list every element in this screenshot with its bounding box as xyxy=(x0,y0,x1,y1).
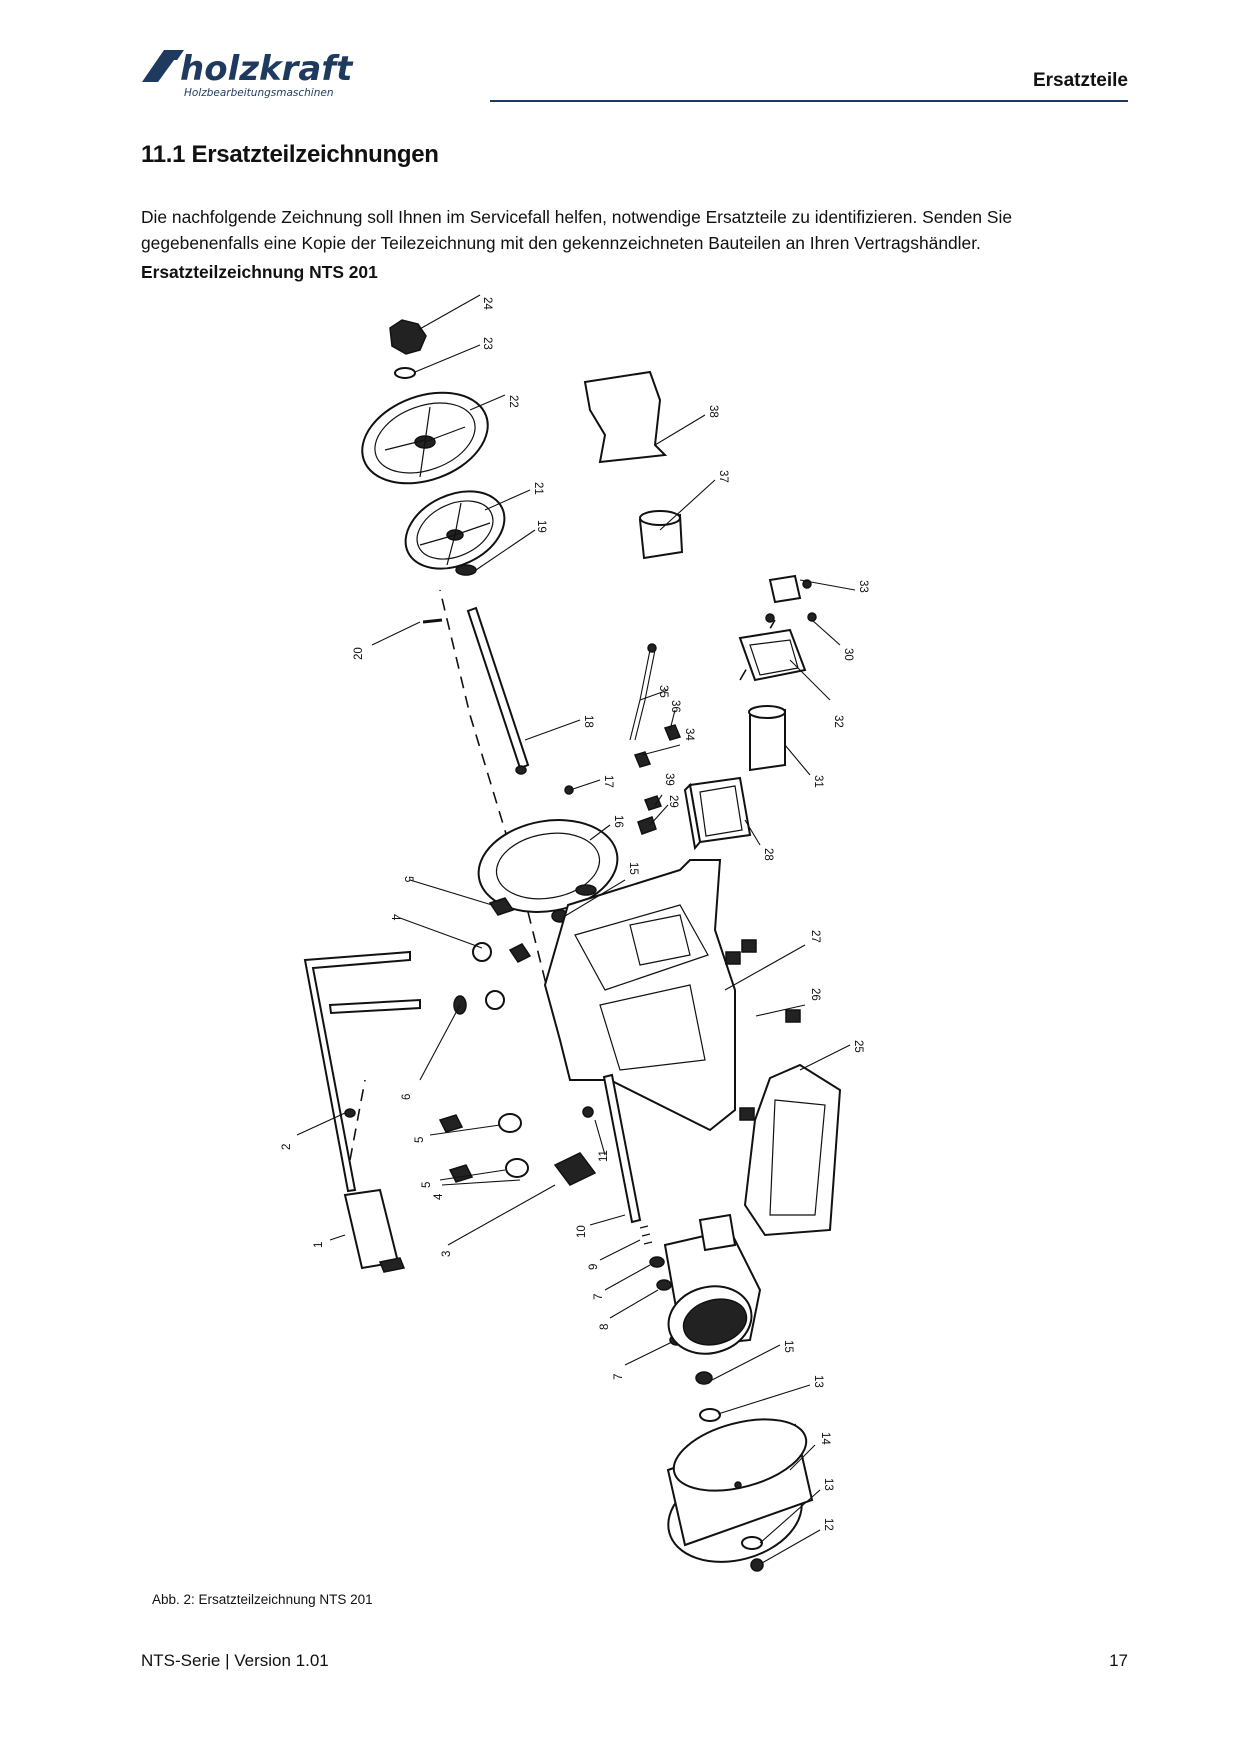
part-5-knob xyxy=(488,897,515,916)
part-33-switch xyxy=(768,574,802,604)
part-label: 5 xyxy=(402,876,414,882)
part-label: 1 xyxy=(313,1242,325,1248)
part-31-capacitor xyxy=(748,705,786,772)
drawing-title: Ersatzteilzeichnung NTS 201 xyxy=(141,262,378,282)
part-label: 36 xyxy=(669,700,681,713)
part-37-sleeve xyxy=(638,510,684,560)
part-7-washer xyxy=(649,1256,665,1268)
part-label: 22 xyxy=(507,395,519,408)
part-label: 11 xyxy=(598,1150,610,1162)
part-label: 7 xyxy=(593,1294,605,1300)
part-2-handle xyxy=(303,950,421,1193)
part-label: 21 xyxy=(532,482,544,495)
part-22-wheel xyxy=(361,391,489,485)
part-4-roller xyxy=(472,942,492,962)
section-title: 11.1 Ersatzteilzeichnungen xyxy=(141,141,439,168)
part-26-screw xyxy=(785,1009,801,1023)
part-label: 4 xyxy=(433,1193,445,1200)
footer-page-number: 17 xyxy=(1109,1651,1128,1670)
footer-document: NTS-Serie | Version 1.01 xyxy=(141,1651,329,1670)
part-29-connector xyxy=(637,816,657,835)
part-label: 6 xyxy=(401,1094,413,1100)
part-18-shaft xyxy=(466,606,530,770)
part-label: 10 xyxy=(576,1225,588,1238)
part-label: 35 xyxy=(657,685,669,698)
part-13-washer xyxy=(699,1408,721,1422)
part-label: 4 xyxy=(389,914,401,921)
part-label: 26 xyxy=(809,988,821,1001)
part-label: 28 xyxy=(762,848,774,861)
logo-wordmark: holzkraft xyxy=(180,49,354,89)
part-label: 24 xyxy=(481,297,493,310)
part-label: 37 xyxy=(717,470,729,483)
logo-mark xyxy=(142,50,184,82)
logo-tagline: Holzbearbeitungsmaschinen xyxy=(184,87,333,99)
part-35-cable xyxy=(629,649,656,741)
part-label: 31 xyxy=(812,775,824,788)
part-1-foot xyxy=(343,1188,400,1270)
part-label: 2 xyxy=(281,1144,293,1150)
part-label: 13 xyxy=(822,1478,834,1491)
part-label: 23 xyxy=(481,337,493,350)
part-label: 8 xyxy=(599,1324,611,1330)
part-label: 7 xyxy=(613,1374,625,1380)
part-32-switch-cover xyxy=(738,628,807,682)
part-label: 32 xyxy=(832,715,844,728)
part-label: 20 xyxy=(353,647,365,660)
part-label: 18 xyxy=(582,715,594,728)
part-label: 34 xyxy=(683,728,695,741)
part-label: 15 xyxy=(627,862,639,875)
header-section-title: Ersatzteile xyxy=(1032,70,1128,91)
intro-paragraph: Die nachfolgende Zeichnung soll Ihnen im… xyxy=(141,207,1013,253)
part-30-screw xyxy=(807,612,817,622)
figure-caption: Abb. 2: Ersatzteilzeichnung NTS 201 xyxy=(152,1592,373,1607)
part-label: 39 xyxy=(663,773,675,786)
part-28-terminal-box xyxy=(683,776,752,851)
part-label: 38 xyxy=(707,405,719,418)
part-38-plate xyxy=(583,370,668,464)
part-label: 9 xyxy=(588,1264,600,1270)
part-label: 27 xyxy=(809,930,821,943)
part-21-wheel xyxy=(404,490,506,570)
part-11-nut xyxy=(582,1106,594,1118)
part-label: 13 xyxy=(812,1375,824,1388)
part-15-bearing-lower xyxy=(695,1371,713,1385)
part-36-gland xyxy=(663,724,682,741)
part-label: 19 xyxy=(535,520,547,533)
part-label: 3 xyxy=(441,1251,453,1257)
part-label: 14 xyxy=(819,1432,831,1445)
part-3-knob xyxy=(553,1152,597,1186)
part-23-washer xyxy=(394,367,416,379)
part-label: 12 xyxy=(822,1518,834,1531)
part-8-nut xyxy=(656,1279,672,1291)
header-rule xyxy=(490,100,1128,102)
part-14-drum xyxy=(666,1418,814,1563)
part-9-spring xyxy=(639,1225,653,1245)
part-19-bearing xyxy=(455,564,477,576)
part-10-shaft xyxy=(602,1073,642,1224)
part-25-chute xyxy=(743,1063,842,1237)
part-label: 5 xyxy=(421,1182,433,1188)
part-12-nut xyxy=(750,1558,764,1572)
motor xyxy=(663,1213,762,1355)
part-label: 30 xyxy=(842,648,854,661)
part-24-knob xyxy=(389,319,427,355)
part-20-pin xyxy=(422,618,443,624)
part-label: 5 xyxy=(414,1137,426,1143)
part-label: 29 xyxy=(667,795,679,808)
part-label: 17 xyxy=(602,775,614,788)
holzkraft-logo: holzkraft Holzbearbeitungsmaschinen xyxy=(142,49,354,99)
part-34-grommet xyxy=(633,751,652,768)
part-label: 15 xyxy=(782,1340,794,1353)
part-label: 25 xyxy=(852,1040,864,1053)
part-39-clip xyxy=(644,795,662,811)
part-17-screw xyxy=(564,785,574,795)
part-27-main-frame xyxy=(543,859,736,1132)
part-label: 16 xyxy=(612,815,624,828)
part-label: 33 xyxy=(857,580,869,593)
